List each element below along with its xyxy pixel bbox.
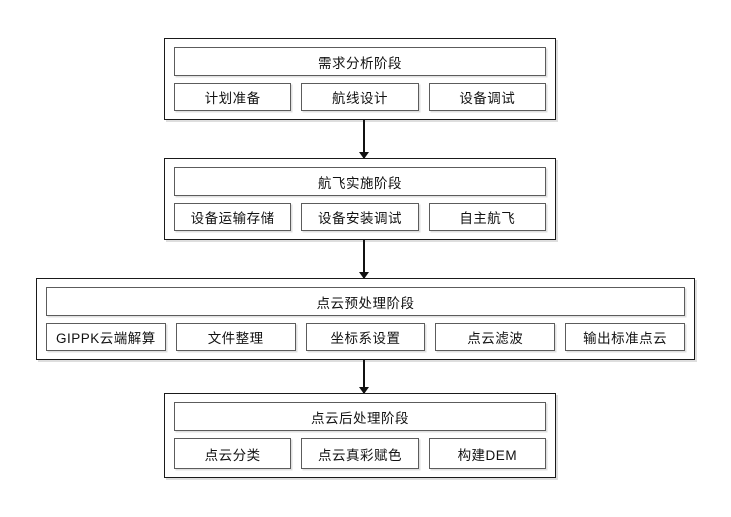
stage-1-inner: 需求分析阶段 计划准备 航线设计 设备调试: [174, 47, 546, 111]
arrowhead-down-icon: [359, 387, 369, 394]
stage-3-title: 点云预处理阶段: [46, 287, 685, 316]
stage-1-title: 需求分析阶段: [174, 47, 546, 76]
stage-block-3[interactable]: 点云预处理阶段 GIPPK云端解算 文件整理 坐标系设置 点云滤波 输出标准点云: [36, 278, 695, 360]
arrowhead-down-icon: [359, 152, 369, 159]
step-box[interactable]: GIPPK云端解算: [46, 323, 166, 351]
step-box[interactable]: 文件整理: [175, 323, 296, 351]
stage-1-step-row: 计划准备 航线设计 设备调试: [174, 83, 546, 111]
stage-2-title: 航飞实施阶段: [174, 167, 546, 196]
step-box[interactable]: 设备运输存储: [174, 203, 292, 231]
stage-4-title: 点云后处理阶段: [174, 402, 546, 431]
connector-arrow-2: [359, 240, 369, 279]
step-box[interactable]: 坐标系设置: [305, 323, 426, 351]
step-box[interactable]: 设备调试: [428, 83, 546, 111]
step-box[interactable]: 航线设计: [301, 83, 419, 111]
step-box[interactable]: 点云真彩赋色: [301, 438, 419, 469]
stage-3-step-row: GIPPK云端解算 文件整理 坐标系设置 点云滤波 输出标准点云: [46, 323, 685, 351]
step-box[interactable]: 设备安装调试: [301, 203, 419, 231]
step-box[interactable]: 构建DEM: [428, 438, 546, 469]
stage-block-2[interactable]: 航飞实施阶段 设备运输存储 设备安装调试 自主航飞: [164, 158, 556, 240]
step-box[interactable]: 点云滤波: [435, 323, 556, 351]
stage-2-step-row: 设备运输存储 设备安装调试 自主航飞: [174, 203, 546, 231]
stage-2-inner: 航飞实施阶段 设备运输存储 设备安装调试 自主航飞: [174, 167, 546, 231]
step-box[interactable]: 自主航飞: [428, 203, 546, 231]
step-box[interactable]: 计划准备: [174, 83, 292, 111]
stage-block-4[interactable]: 点云后处理阶段 点云分类 点云真彩赋色 构建DEM: [164, 393, 556, 478]
arrowhead-down-icon: [359, 272, 369, 279]
stage-block-1[interactable]: 需求分析阶段 计划准备 航线设计 设备调试: [164, 38, 556, 120]
stage-4-step-row: 点云分类 点云真彩赋色 构建DEM: [174, 438, 546, 469]
step-box[interactable]: 输出标准点云: [565, 323, 685, 351]
step-box[interactable]: 点云分类: [174, 438, 292, 469]
connector-arrow-3: [359, 360, 369, 394]
stage-4-inner: 点云后处理阶段 点云分类 点云真彩赋色 构建DEM: [174, 402, 546, 469]
stage-3-inner: 点云预处理阶段 GIPPK云端解算 文件整理 坐标系设置 点云滤波 输出标准点云: [46, 287, 685, 351]
connector-arrow-1: [359, 120, 369, 159]
